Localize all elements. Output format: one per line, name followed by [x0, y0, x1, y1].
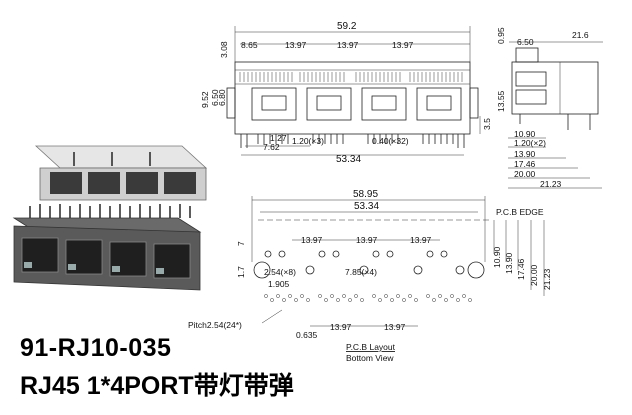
pcb-right-4: 20.00	[529, 264, 539, 286]
connector-photo-top	[34, 145, 208, 201]
pcb-left-b: 1.7	[236, 266, 246, 278]
front-span: 53.34	[336, 154, 361, 165]
pcb-bottom-offset: 0.635	[296, 330, 318, 340]
pcb-pitch-2: 13.97	[356, 235, 378, 245]
connector-photo-bottom	[12, 204, 202, 291]
pcb-left-a: 7	[236, 241, 246, 246]
front-lead-thk: 0.40(×32)	[372, 136, 409, 146]
side-height: 13.55	[496, 90, 506, 112]
pcb-overall: 58.95	[353, 189, 378, 200]
pcb-caption-a: P.C.B Layout	[346, 342, 396, 352]
pcb-right-5: 21.23	[542, 268, 552, 290]
side-dim-2: 1.20(×2)	[514, 138, 546, 148]
front-overall-width: 59.2	[337, 21, 357, 32]
side-top: 0.95	[496, 27, 506, 44]
front-side-height: 9.52	[200, 91, 210, 108]
product-description-title: RJ45 1*4PORT带灯带弹	[20, 372, 294, 400]
front-pin-len: 3.5	[482, 118, 492, 130]
pcb-edge-label: P.C.B EDGE	[496, 207, 544, 217]
pcb-offset-a: 1.905	[268, 279, 290, 289]
side-dim-6: 21.23	[540, 179, 562, 189]
side-dim-4: 17.46	[514, 159, 536, 169]
part-number-title: 91-RJ10-035	[20, 334, 172, 362]
pcb-pitch-note: Pitch2.54(24*)	[188, 320, 242, 330]
front-pitch-1: 13.97	[285, 40, 307, 50]
front-small-b: 6.80	[217, 89, 227, 106]
side-dim-5: 20.00	[514, 169, 536, 179]
side-dim-1: 10.90	[514, 129, 536, 139]
pcb-row-pitch: 2.54(×8)	[264, 267, 296, 277]
front-edge-offset: 8.65	[241, 40, 258, 50]
front-pitch-3: 13.97	[392, 40, 414, 50]
front-top-height: 3.08	[219, 41, 229, 58]
front-lead-b: 7.62	[263, 142, 280, 152]
pcb-right-3: 17.46	[516, 258, 526, 280]
pcb-pitch-1: 13.97	[301, 235, 323, 245]
side-tab: 6.50	[517, 37, 534, 47]
pcb-bottom-pitch-1: 13.97	[330, 322, 352, 332]
front-lead-a: 1.27	[270, 133, 287, 143]
pcb-pitch-3: 13.97	[410, 235, 432, 245]
pcb-caption-b: Bottom View	[346, 353, 394, 363]
front-small-a: 6.50	[210, 89, 220, 106]
pcb-right-2: 13.90	[504, 252, 514, 274]
pcb-hole-dia: 7.85(×4)	[345, 267, 377, 277]
pcb-right-1: 10.90	[492, 246, 502, 268]
front-pitch-2: 13.97	[337, 40, 359, 50]
side-dim-3: 13.90	[514, 149, 536, 159]
pcb-span: 53.34	[354, 201, 379, 212]
side-depth: 21.6	[572, 30, 589, 40]
front-lead-spacing: 1.20(×3)	[292, 136, 324, 146]
pcb-bottom-pitch-2: 13.97	[384, 322, 406, 332]
